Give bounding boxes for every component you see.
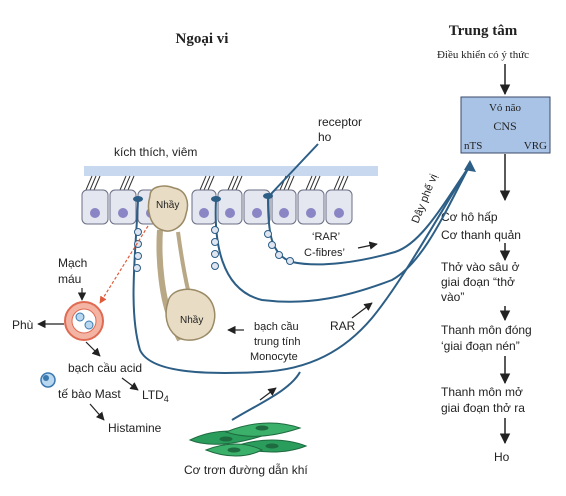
mast-cell-label: tế bào Mast xyxy=(58,387,121,401)
nts-label: nTS xyxy=(464,140,482,152)
mucus-cell-top xyxy=(147,185,189,232)
eosinophil-label: bạch cầu acid xyxy=(68,361,142,375)
rar-label: RAR xyxy=(330,319,356,333)
vessel-to-eosinophil-arrow xyxy=(85,341,101,357)
step-4-line-2: giai đoạn thở ra xyxy=(441,401,525,415)
conscious-control-label: Điều khiển có ý thức xyxy=(437,49,529,61)
step-3-line-2: ‘giai đoạn nén” xyxy=(441,339,520,353)
histamine-label: Histamine xyxy=(108,421,162,435)
receptor-terminals xyxy=(133,193,273,202)
step-1-line-2: Cơ thanh quản xyxy=(441,228,521,242)
central-heading: Trung tâm xyxy=(449,23,518,39)
mucus-bottom-label: Nhầy xyxy=(180,314,203,326)
cns-box xyxy=(460,96,551,154)
step-3-line-1: Thanh môn đóng xyxy=(441,323,532,337)
neutrophil-label-1: bạch cầu xyxy=(254,321,299,333)
step-2-line-1: Thở vào sâu ở xyxy=(441,260,520,274)
step-2-line-2: giai đoạn “thở xyxy=(441,275,515,289)
blood-cell-2 xyxy=(84,320,94,330)
inflammation-to-vessel-arrow xyxy=(99,225,149,304)
ltd4-label: LTD4 xyxy=(142,388,169,404)
receptor-label-2: ho xyxy=(318,130,332,144)
blood-cell-1 xyxy=(75,312,85,322)
mast-to-ltd4-arrow xyxy=(121,377,139,391)
muscle-up-arrow xyxy=(259,387,277,401)
cilia xyxy=(85,175,349,191)
cortex-label: Vỏ não xyxy=(489,102,522,114)
vessel-label-1: Mạch xyxy=(58,256,87,270)
cough-label: Ho xyxy=(494,450,510,464)
c-fibres-label-2: C-fibres’ xyxy=(304,247,345,259)
smooth-muscle-cells xyxy=(188,422,308,457)
neutrophil-label-3: Monocyte xyxy=(250,351,298,363)
vrg-label: VRG xyxy=(524,140,547,152)
cns-label: CNS xyxy=(493,119,516,133)
receptor-label-1: receptor xyxy=(318,115,362,129)
stimulus-label: kích thích, viêm xyxy=(114,145,197,159)
nerve-arrowhead xyxy=(464,160,476,172)
step-4-line-1: Thanh môn mở xyxy=(441,385,523,399)
fibre-beads xyxy=(133,226,294,272)
mucus-top-label: Nhầy xyxy=(156,199,179,211)
edema-label: Phù xyxy=(12,318,33,332)
receptor-pointer xyxy=(269,143,319,196)
c-fibres-label-1: ‘RAR’ xyxy=(312,231,340,243)
epithelial-cells xyxy=(81,189,353,225)
c-fibres-arrow xyxy=(357,241,378,250)
peripheral-heading: Ngoại vi xyxy=(176,31,229,47)
mucus-cell-bottom xyxy=(165,288,216,341)
step-2-line-3: vào” xyxy=(441,290,464,304)
step-1-line-1: Cơ hô hấp xyxy=(441,210,498,224)
vessel-label-2: máu xyxy=(58,272,81,286)
rar-arrow xyxy=(351,302,373,319)
mast-to-histamine-arrow xyxy=(89,403,105,421)
smooth-muscle-label: Cơ trơn đường dẫn khí xyxy=(184,462,308,477)
epithelium-surface xyxy=(84,166,378,176)
neutrophil-label-2: trung tính xyxy=(254,336,300,348)
